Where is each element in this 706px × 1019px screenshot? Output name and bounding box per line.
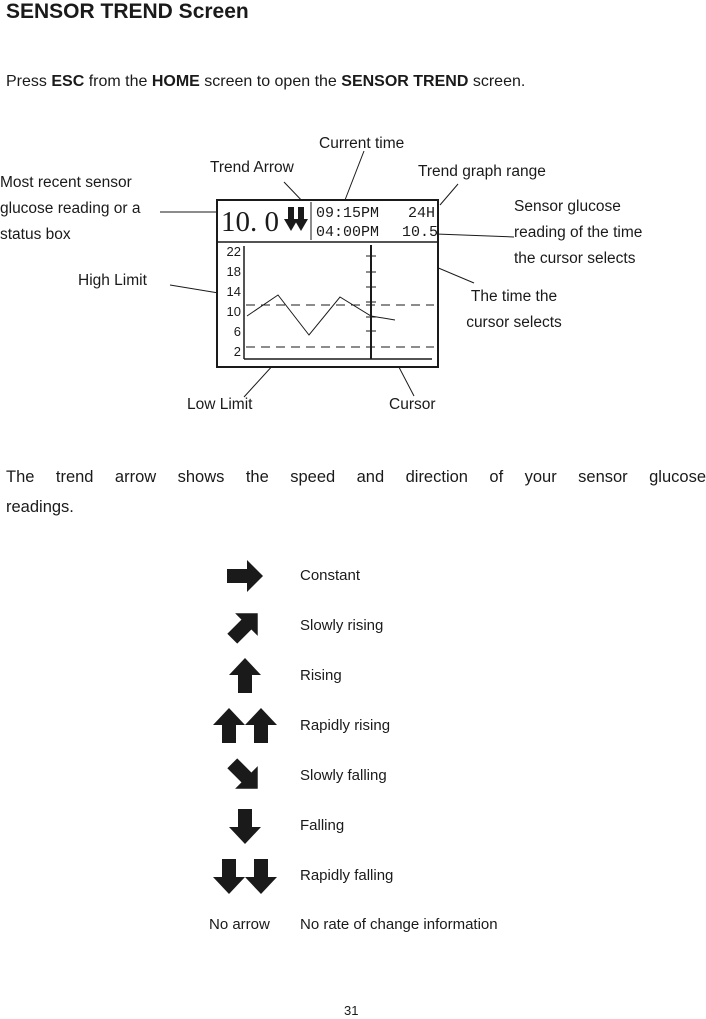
double-arrow-down-icon xyxy=(213,859,277,894)
arrow-right-icon xyxy=(227,560,263,592)
y-tick-18: 18 xyxy=(227,264,241,279)
callout-trend-arrow: Trend Arrow xyxy=(210,159,294,176)
arrow-down-icon xyxy=(229,809,261,844)
y-tick-22: 22 xyxy=(227,244,241,259)
intro-text: Press ESC from the HOME screen to open t… xyxy=(6,73,526,90)
legend-label-constant: Constant xyxy=(300,567,361,584)
arrow-down-right-icon xyxy=(227,758,258,789)
legend-label-rapidly-rising: Rapidly rising xyxy=(300,717,391,734)
callout-trend-graph-range: Trend graph range xyxy=(418,163,546,180)
home-key-text: HOME xyxy=(151,73,200,90)
trend-arrow-paragraph-end: readings. xyxy=(6,498,74,516)
current-reading: 10. 0 xyxy=(221,206,279,238)
trend-arrow-paragraph: The trend arrow shows the speed and dire… xyxy=(6,468,706,486)
arrow-up-right-icon xyxy=(227,613,258,644)
legend-label-no-arrow: No rate of change information xyxy=(300,916,498,933)
double-arrow-up-icon xyxy=(213,708,277,743)
page-title: SENSOR TREND Screen xyxy=(6,0,249,23)
leader-current-time xyxy=(344,150,365,201)
callout-most-recent: Most recent sensor glucose reading or a … xyxy=(0,174,141,243)
legend-row-slowly-falling: Slowly falling xyxy=(0,751,706,801)
callout-low-limit: Low Limit xyxy=(187,396,253,413)
sensor-trend-text: SENSOR TREND xyxy=(341,73,469,90)
y-tick-14: 14 xyxy=(227,284,241,299)
callout-sensor-glucose: Sensor glucose reading of the time the c… xyxy=(514,198,643,267)
legend-label-rising: Rising xyxy=(300,667,342,684)
graph-range-text: 24H xyxy=(408,205,435,222)
y-tick-2: 2 xyxy=(234,344,241,359)
no-arrow-text: No arrow xyxy=(209,916,270,933)
cursor-time-text: 04:00PM xyxy=(316,224,379,241)
cursor-value-text: 10.5 xyxy=(402,224,438,241)
legend-row-no-arrow: No arrow No rate of change information xyxy=(0,900,706,950)
page-number: 31 xyxy=(344,1003,359,1018)
callout-cursor: Cursor xyxy=(389,396,436,413)
y-tick-10: 10 xyxy=(227,304,241,319)
current-time-text: 09:15PM xyxy=(316,205,379,222)
legend-label-falling: Falling xyxy=(300,817,345,834)
y-tick-6: 6 xyxy=(234,324,241,339)
sensor-trend-diagram: 10. 0 09:15PM 24H 04:00PM 10.5 22 18 14 … xyxy=(160,150,515,398)
legend-row-falling: Falling xyxy=(0,801,706,851)
legend-row-constant: Constant xyxy=(0,551,706,601)
trend-double-down-icon xyxy=(284,207,308,231)
legend-row-rapidly-rising: Rapidly rising xyxy=(0,701,706,751)
legend-label-slowly-falling: Slowly falling xyxy=(300,767,387,784)
device-screen xyxy=(216,199,439,368)
graph-cursor xyxy=(366,245,376,359)
arrow-up-icon xyxy=(229,658,261,693)
leader-graph-range xyxy=(439,183,459,206)
legend-row-slowly-rising: Slowly rising xyxy=(0,601,706,651)
legend-label-slowly-rising: Slowly rising xyxy=(300,617,384,634)
legend-row-rapidly-falling: Rapidly falling xyxy=(0,851,706,901)
legend-row-rising: Rising xyxy=(0,651,706,701)
callout-current-time: Current time xyxy=(319,135,405,152)
callout-high-limit: High Limit xyxy=(78,272,147,289)
legend-label-rapidly-falling: Rapidly falling xyxy=(300,867,394,884)
callout-time-cursor: The time the cursor selects xyxy=(466,288,562,331)
leader-sensor-glucose xyxy=(435,233,515,238)
esc-key-text: ESC xyxy=(51,73,85,90)
